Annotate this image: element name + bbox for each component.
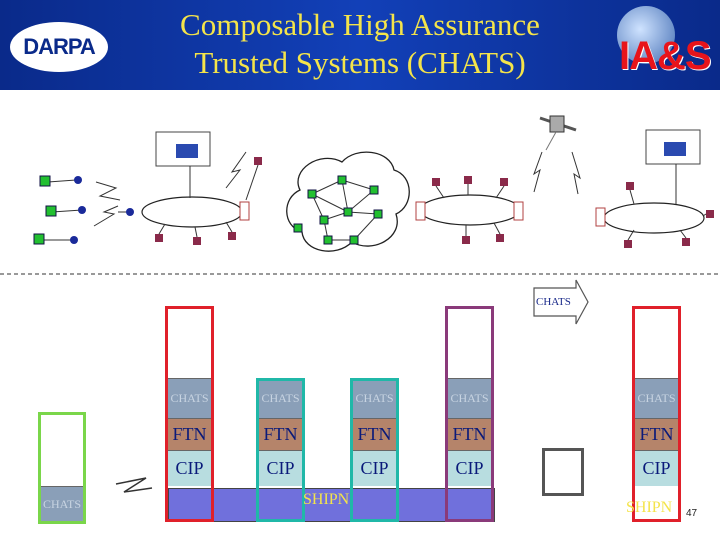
- title-line-2: Trusted Systems (CHATS): [194, 45, 526, 80]
- stack-5-cip-layer: CIP: [635, 450, 678, 486]
- darpa-logo: DARPA: [10, 22, 108, 72]
- globe-icon: [617, 6, 675, 64]
- darpa-logo-text: DARPA: [23, 34, 96, 59]
- lan-segment-2: [415, 151, 581, 244]
- wireless-link-icon: [115, 477, 153, 493]
- ias-logo: IA&S: [605, 4, 717, 86]
- stack-1-cip-layer: CIP: [168, 450, 211, 486]
- shipn-label-right: SHIPN: [626, 499, 673, 516]
- left-wireless-nodes: [33, 175, 134, 245]
- stack-1-ftn-layer: FTN: [168, 418, 211, 450]
- mesh-network-cloud: [286, 151, 410, 252]
- stack-4-cip-layer: CIP: [448, 450, 491, 486]
- empty-node-box: [542, 448, 584, 496]
- ias-logo-text: IA&S: [619, 34, 712, 78]
- stack-2-outline: [256, 378, 305, 522]
- stack-5-outline: [632, 306, 681, 522]
- stack-3-outline: [350, 378, 399, 522]
- stack-1-chats-layer: CHATS: [168, 378, 211, 418]
- header-bar: DARPA Composable High Assurance Trusted …: [0, 0, 720, 90]
- lan-segment-3: [595, 129, 714, 248]
- satellite-icon: [539, 115, 577, 151]
- chats-block-arrow: [533, 279, 589, 325]
- shipn-band: [168, 488, 495, 522]
- stack-4-outline: [445, 306, 494, 522]
- stack-3-cip-layer: CIP: [353, 450, 396, 486]
- stack-3-ftn-layer: FTN: [353, 418, 396, 450]
- stack-2-cip-layer: CIP: [259, 450, 302, 486]
- stack-4-ftn-layer: FTN: [448, 418, 491, 450]
- left-stack-chats-layer: CHATS: [40, 486, 84, 522]
- stack-2-chats-layer: CHATS: [259, 378, 302, 418]
- title-line-1: Composable High Assurance: [180, 7, 540, 42]
- stack-4-chats-layer: CHATS: [448, 378, 491, 418]
- lan-segment-1: [141, 131, 262, 245]
- stack-3-chats-layer: CHATS: [353, 378, 396, 418]
- left-stack-outline: [38, 412, 86, 524]
- stack-2-ftn-layer: FTN: [259, 418, 302, 450]
- stack-1-outline: [165, 306, 214, 522]
- page-title: Composable High Assurance Trusted System…: [140, 6, 580, 82]
- page-number: 47: [686, 508, 698, 519]
- chats-arrow-label: CHATS: [536, 296, 571, 308]
- stack-5-ftn-layer: FTN: [635, 418, 678, 450]
- shipn-label: SHIPN: [303, 491, 350, 508]
- stack-5-chats-layer: CHATS: [635, 378, 678, 418]
